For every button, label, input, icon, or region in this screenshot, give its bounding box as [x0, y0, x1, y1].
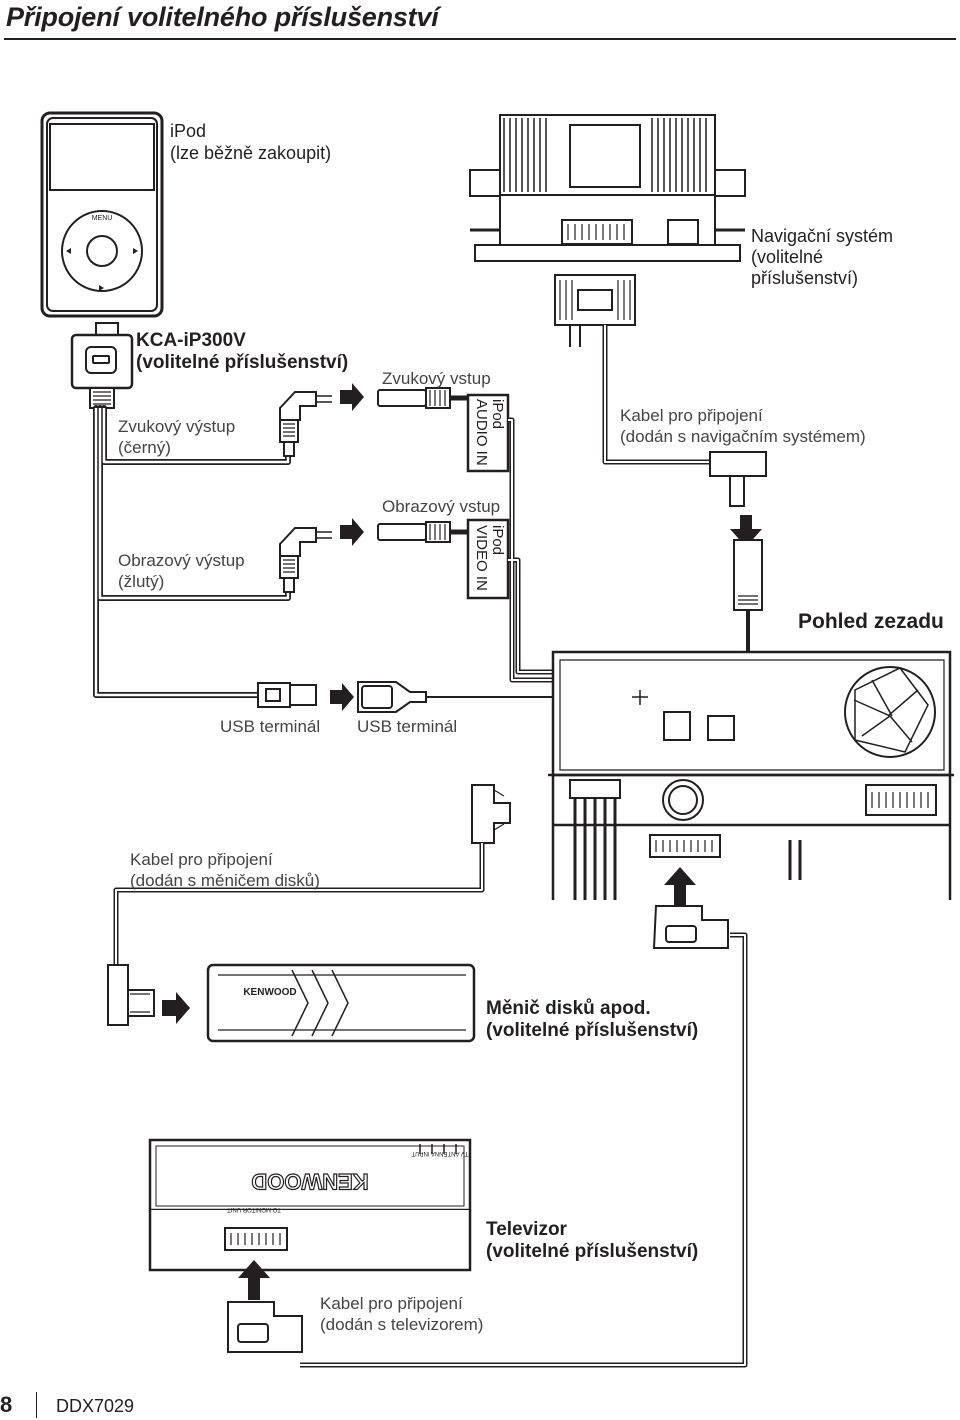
ipod-device: MENU	[40, 111, 164, 318]
ipod-menu-text: MENU	[92, 215, 113, 222]
title-rule	[4, 38, 956, 40]
ipod-video-in-tag	[466, 518, 510, 600]
navigation-label: Navigační systém (volitelné příslušenstv…	[751, 226, 894, 288]
changer-cable-plug	[471, 784, 511, 844]
changer-brand: KENWOOD	[243, 987, 296, 998]
ipod-label: iPod (lze běžně zakoupit)	[170, 121, 332, 163]
video-arrow	[340, 518, 364, 546]
head-unit-rear	[548, 650, 954, 900]
usb-terminal-label-2: USB terminál	[357, 717, 458, 736]
disc-changer: KENWOOD	[206, 963, 476, 1043]
usb-arrow	[330, 683, 354, 711]
usb-plug	[257, 682, 317, 708]
navigation-cable-plug	[709, 451, 767, 507]
navigation-plug	[554, 274, 636, 347]
tv-monitor-text: TO MONITOR UNIT	[227, 1206, 281, 1212]
tv-cable-label: Kabel pro připojení (dodán s televizorem…	[320, 1294, 484, 1334]
tv-brand: KENWOOD	[251, 1169, 368, 1194]
ipod-audio-in-tag	[466, 393, 510, 473]
footer-separator	[36, 1392, 37, 1418]
tv-cable-socket	[227, 1301, 303, 1353]
changer-arrow	[162, 992, 190, 1024]
audio-out-plug	[279, 391, 332, 457]
page-number: 8	[0, 1392, 13, 1417]
nav-cable-label: Kabel pro připojení (dodán s navigačním …	[620, 406, 866, 446]
audio-arrow	[340, 383, 364, 411]
page-title: Připojení volitelného příslušenství	[6, 2, 439, 32]
kca-label: KCA-iP300V (volitelné příslušenství)	[136, 330, 349, 373]
tv-arrow-up	[238, 1260, 270, 1300]
usb-terminal-label-1: USB terminál	[220, 717, 321, 736]
ipod-audio-in-text: iPod AUDIO IN	[473, 399, 506, 466]
audio-in-jack	[377, 387, 468, 409]
tv-antenna-text: TV ANTENNA INPUT	[411, 1150, 468, 1156]
video-out-plug	[279, 527, 332, 593]
changer-label: Měnič disků apod. (volitelné příslušenst…	[486, 998, 699, 1041]
rear-view-label: Pohled zezadu	[798, 610, 944, 633]
usb-socket	[357, 681, 560, 713]
audio-in-label: Zvukový vstup	[382, 369, 491, 388]
audio-out-label: Zvukový výstup (černý)	[118, 417, 236, 457]
model-name: DDX7029	[56, 1396, 135, 1416]
tv-label: Televizor (volitelné příslušenství)	[486, 1219, 699, 1262]
ipod-video-in-text: iPod VIDEO IN	[473, 525, 506, 591]
navigation-arrow	[730, 515, 762, 547]
video-in-jack	[377, 521, 468, 543]
changer-arrow-up	[664, 867, 696, 905]
changer-plug	[107, 964, 155, 1026]
changer-cable-label: Kabel pro připojení (dodán s měničem dis…	[130, 850, 320, 890]
navigation-socket	[733, 539, 763, 652]
tv-tuner: KENWOOD TO MONITOR UNIT TV ANTENNA INPUT	[148, 1138, 472, 1272]
video-in-label: Obrazový vstup	[382, 497, 501, 516]
kca-connector	[70, 322, 134, 409]
navigation-unit	[469, 114, 746, 262]
video-out-label: Obrazový výstup (žlutý)	[118, 551, 245, 591]
changer-cable-socket	[652, 905, 729, 949]
